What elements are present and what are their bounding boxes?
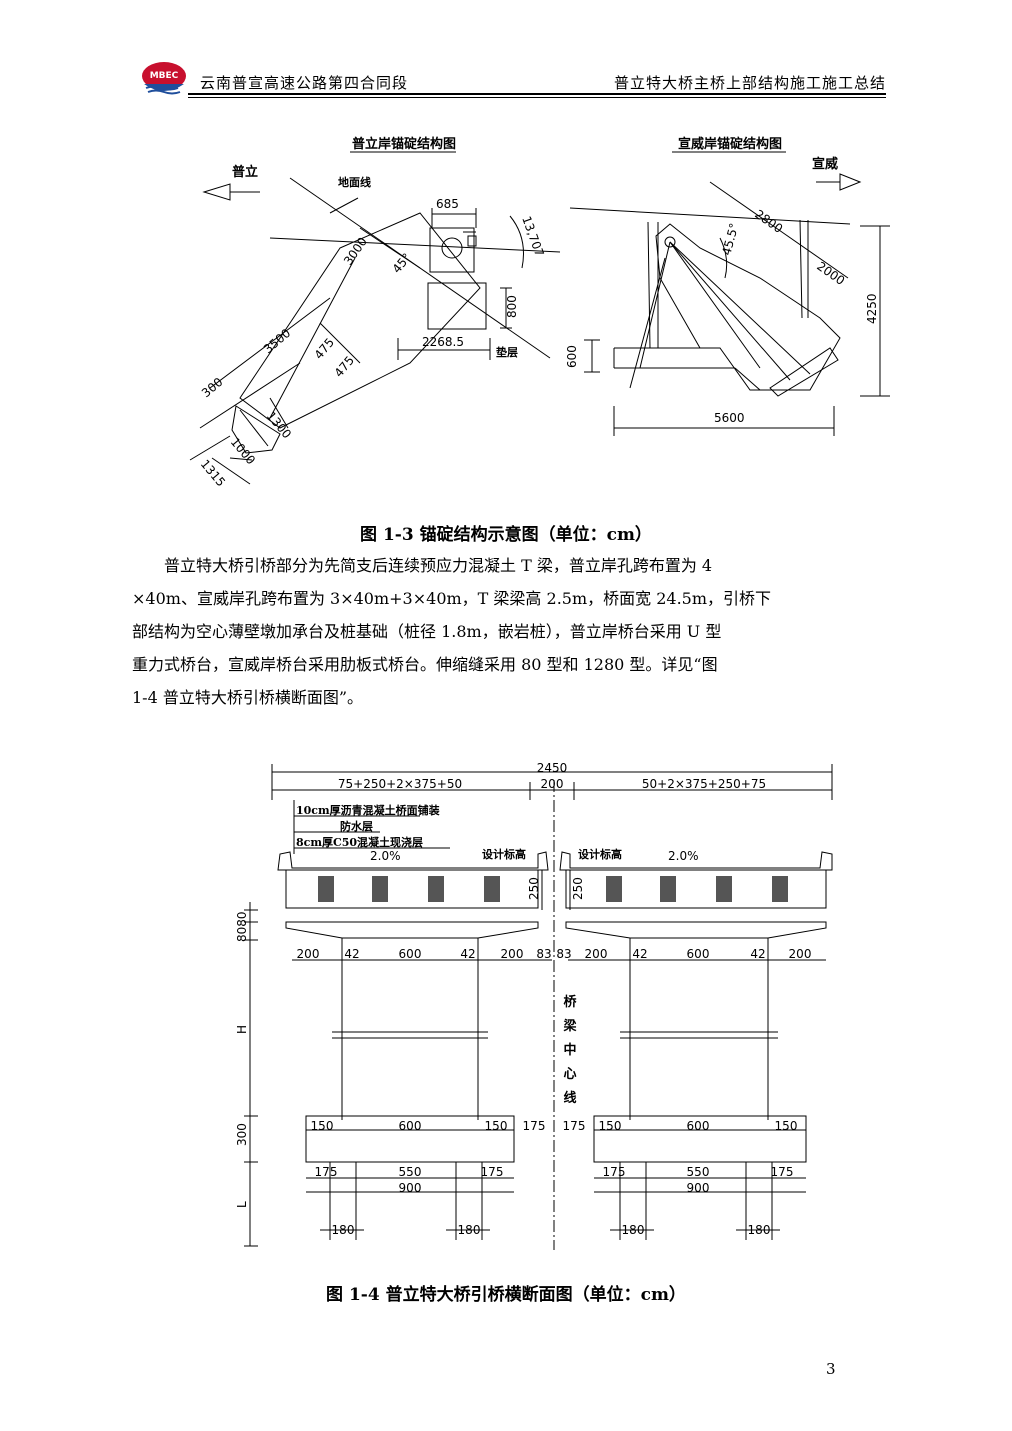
centerline-char-5: 线 [563,1090,576,1106]
layer-waterproof-label: 防水层 [340,819,373,833]
cushion-label: 垫层 [496,345,518,359]
dim-cap-l-2: 42 [344,947,359,961]
dim-cap-r-4: 42 [750,947,765,961]
page-header: MBEC 云南普宣高速公路第四合同段 普立特大桥主桥上部结构施工施工总结 [140,58,886,98]
dim-H: H [235,1025,249,1034]
dim-right-span: 50+2×375+250+75 [642,777,766,791]
dim-foot-r-1: 150 [599,1119,622,1133]
dim-pile-r-3: 175 [771,1165,794,1179]
design-level-left: 设计标高 [482,847,526,861]
dim-175-b: 175 [563,1119,586,1133]
paragraph-line: 部结构为空心薄壁墩加承台及桩基础（桩径 1.8m，嵌岩桩），普立岸桥台采用 U … [132,622,722,641]
dim-45-5deg: 45.5° [719,222,741,257]
dim-cap-l-1: 200 [297,947,320,961]
figure-1-3-caption: 图 1-3 锚碇结构示意图（单位：cm） [360,525,652,545]
centerline-char-2: 梁 [562,1018,577,1034]
figure-1-4-caption: 图 1-4 普立特大桥引桥横断面图（单位：cm） [326,1285,686,1305]
dim-girder-height-left: 250 [527,877,541,900]
slope-left: 2.0% [370,849,401,863]
dim-45deg: 45° [390,251,414,276]
dim-cap-r-5: 200 [789,947,812,961]
centerline-char-4: 心 [563,1067,576,1082]
paragraph-line: ×40m、宣威岸孔跨布置为 3×40m+3×40m，T 梁梁高 2.5m，桥面宽… [132,589,772,608]
dim-8080: 8080 [235,911,249,942]
dim-pile-r-total: 900 [687,1181,710,1195]
dim-685: 685 [436,197,459,211]
header-rule [188,93,886,95]
dim-pile-l-1: 175 [315,1165,338,1179]
dim-600: 600 [565,345,579,368]
dim-foot-l-3: 150 [485,1119,508,1133]
dim-300: 300 [235,1123,249,1146]
page-number: 3 [826,1360,836,1378]
dim-pile-dia-2: 180 [458,1223,481,1237]
dim-cap-l-5: 200 [501,947,524,961]
right-arrow-label: 宣威 [812,156,838,172]
dim-foot-l-1: 150 [311,1119,334,1133]
dim-foot-l-2: 600 [399,1119,422,1133]
paragraph-line: 重力式桥台，宣威岸桥台采用肋板式桥台。伸缩缝采用 80 型和 1280 型。详见… [132,655,718,674]
dim-gap-2: 83 [556,947,571,961]
dim-800: 800 [505,295,519,318]
layer-concrete-label: 8cm厚C50混凝土现浇层 [296,835,423,849]
mbec-logo-icon: MBEC [142,62,186,95]
dim-median: 200 [541,777,564,791]
dim-cap-l-3: 600 [399,947,422,961]
dim-pile-r-1: 175 [603,1165,626,1179]
dim-cap-r-1: 200 [585,947,608,961]
dim-pile-l-2: 550 [399,1165,422,1179]
paragraph-line: 1-4 普立特大桥引桥横断面图”。 [132,688,364,707]
dim-2000: 2000 [814,259,847,288]
dim-pile-dia-3: 180 [622,1223,645,1237]
dim-2800: 2800 [752,207,785,236]
dim-girder-height-right: 250 [571,877,585,900]
body-paragraph: 普立特大桥引桥部分为先简支后连续预应力混凝土 T 梁，普立岸孔跨布置为 4 ×4… [132,549,884,714]
dim-foot-r-3: 150 [775,1119,798,1133]
dim-foot-r-2: 600 [687,1119,710,1133]
slope-right: 2.0% [668,849,699,863]
figure-1-4-cross-section: 2450 75+250+2×375+50 200 50+2×375+250+75… [235,761,833,1250]
header-right-text: 普立特大桥主桥上部结构施工施工总结 [613,74,886,92]
dim-pile-dia-4: 180 [748,1223,771,1237]
centerline-char-3: 中 [563,1042,576,1058]
dim-left-span: 75+250+2×375+50 [338,777,462,791]
layer-asphalt-label: 10cm厚沥青混凝土桥面铺装 [296,803,440,817]
dim-3500: 3500 [261,326,293,356]
dim-pile-l-3: 175 [481,1165,504,1179]
dim-cap-l-4: 42 [460,947,475,961]
figure-1-3-anchorage: 普立岸锚碇结构图 宣威岸锚碇结构图 普立 宣威 地面线 垫层 685 13,70… [189,136,890,489]
right-figure-title: 宣威岸锚碇结构图 [678,136,782,152]
header-left-text: 云南普宣高速公路第四合同段 [200,74,409,92]
dim-total-width: 2450 [537,761,568,775]
left-figure-title: 普立岸锚碇结构图 [352,136,456,152]
dim-pile-l-total: 900 [399,1181,422,1195]
dim-gap-1: 83 [536,947,551,961]
dim-1315: 1315 [198,457,228,489]
design-level-right: 设计标高 [578,847,622,861]
dim-L: L [235,1201,249,1208]
ground-line-label: 地面线 [338,175,371,189]
dim-2268: 2268.5 [422,335,464,349]
left-arrow-label: 普立 [232,164,258,180]
dim-175-a: 175 [523,1119,546,1133]
dim-cap-r-3: 600 [687,947,710,961]
svg-text:MBEC: MBEC [150,71,179,81]
dim-1000: 1000 [228,435,258,467]
dim-pile-dia-1: 180 [332,1223,355,1237]
dim-475b: 475 [332,353,357,380]
centerline-char-1: 桥 [563,994,577,1010]
dim-475a: 475 [312,335,337,362]
dim-pile-r-2: 550 [687,1165,710,1179]
dim-cap-r-2: 42 [632,947,647,961]
dim-3000: 3000 [341,235,370,268]
dim-4250: 4250 [865,293,879,324]
paragraph-line: 普立特大桥引桥部分为先简支后连续预应力混凝土 T 梁，普立岸孔跨布置为 4 [164,556,713,575]
dim-300: 300 [199,375,226,400]
dim-5600: 5600 [714,411,745,425]
header-rule-thin [188,97,886,98]
